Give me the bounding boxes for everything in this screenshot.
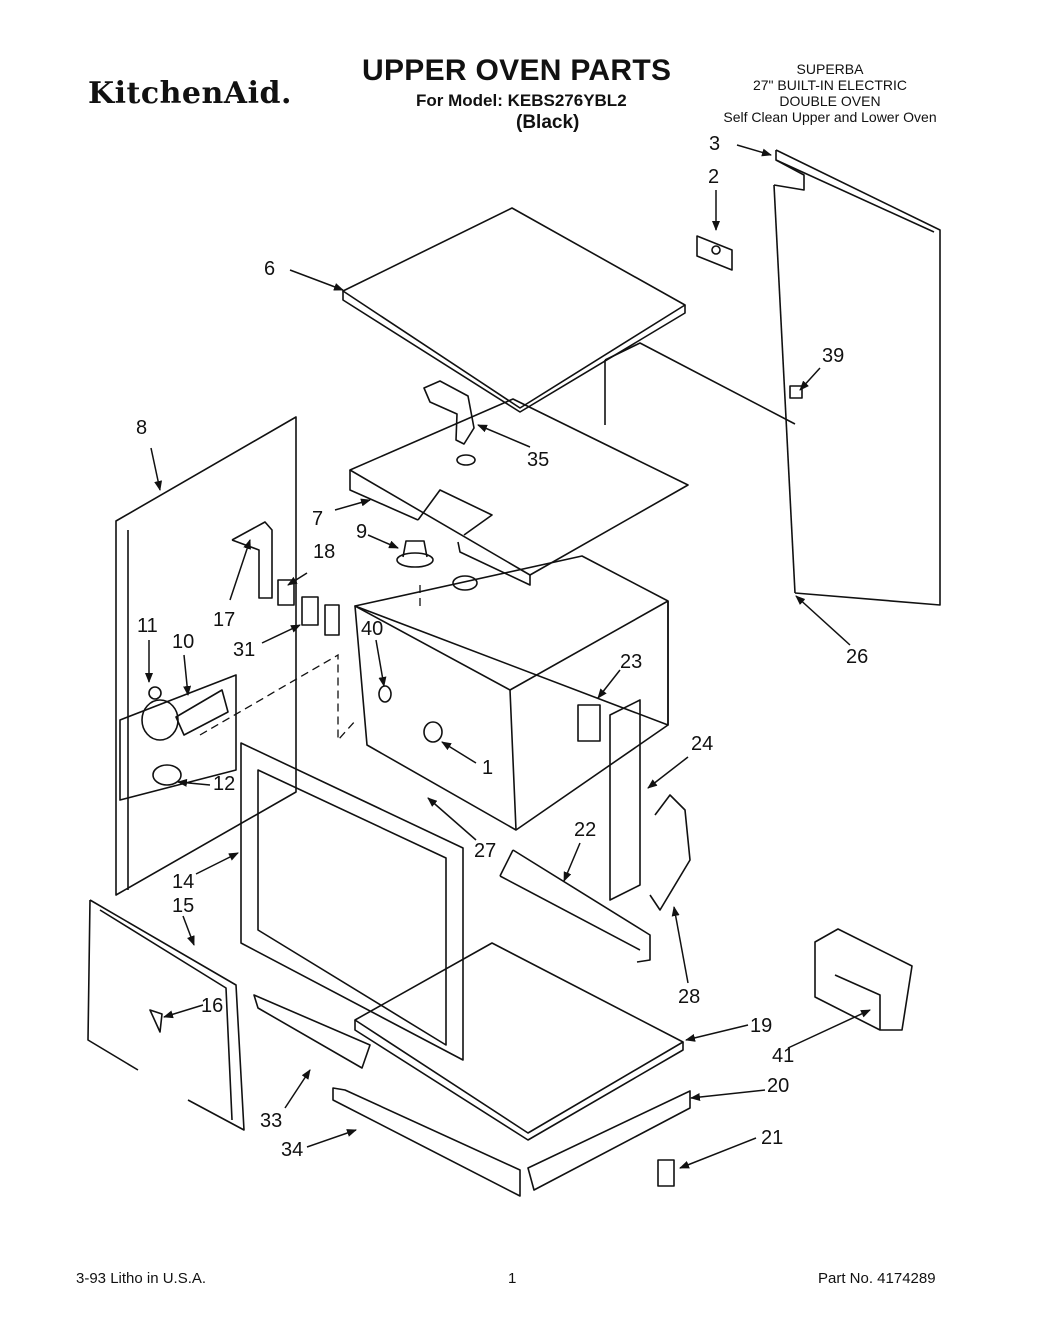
part-label-23: 23 [620, 651, 642, 673]
part-label-14: 14 [172, 871, 194, 893]
part-label-1: 1 [482, 757, 493, 779]
part-label-9: 9 [356, 521, 367, 543]
info-line-1: SUPERBA [796, 61, 864, 77]
part-label-17: 17 [213, 609, 235, 631]
part-label-20: 20 [767, 1075, 789, 1097]
clip-39-part [789, 385, 803, 399]
product-info: SUPERBA 27" BUILT-IN ELECTRIC DOUBLE OVE… [700, 61, 960, 125]
rail-part [499, 849, 651, 963]
info-line-3: DOUBLE OVEN [779, 93, 881, 109]
bracket-23-part [577, 704, 601, 742]
fan-motor-part [396, 540, 478, 591]
part-label-10: 10 [172, 631, 194, 653]
part-label-3: 3 [709, 133, 720, 155]
part-label-11: 11 [137, 615, 158, 637]
part-label-7: 7 [312, 508, 323, 530]
vent-tube-part [423, 380, 476, 466]
hinge-parts [609, 699, 691, 911]
footer-part-number: Part No. 4174289 [818, 1270, 936, 1287]
footer-litho: 3-93 Litho in U.S.A. [76, 1270, 207, 1287]
part-label-41: 41 [772, 1045, 794, 1067]
part-label-39: 39 [822, 345, 844, 367]
part-label-22: 22 [574, 819, 596, 841]
part-label-34: 34 [281, 1139, 303, 1161]
color-label: (Black) [516, 112, 580, 133]
part-label-33: 33 [260, 1110, 282, 1132]
part-label-16: 16 [201, 995, 223, 1017]
part-label-35: 35 [527, 449, 549, 471]
part-label-8: 8 [136, 417, 147, 439]
part-label-31: 31 [233, 639, 255, 661]
part-label-2: 2 [708, 166, 719, 188]
info-line-2: 27" BUILT-IN ELECTRIC [752, 77, 908, 93]
front-frame-part [240, 742, 464, 1061]
part-label-21: 21 [761, 1127, 783, 1149]
cover-41-part [814, 928, 913, 1031]
side-panel-part [115, 416, 297, 896]
part-label-18: 18 [313, 541, 335, 563]
part-label-40: 40 [361, 618, 383, 640]
part-label-26: 26 [846, 646, 868, 668]
switch-parts [231, 521, 340, 636]
page-title: UPPER OVEN PARTS [362, 54, 672, 87]
part-label-19: 19 [750, 1015, 772, 1037]
trim-parts [253, 994, 691, 1197]
model-line: For Model: KEBS276YBL2 [416, 91, 627, 110]
oven-cavity-part [354, 555, 669, 831]
brand-logo: KitchenAid. [88, 76, 292, 111]
rear-panel-part [604, 149, 941, 606]
part-label-6: 6 [264, 258, 275, 280]
door-gasket-part [87, 899, 245, 1131]
bracket-21-part [657, 1159, 675, 1187]
footer-page-number: 1 [508, 1270, 517, 1287]
part-label-24: 24 [691, 733, 713, 755]
info-line-4: Self Clean Upper and Lower Oven [723, 109, 937, 125]
top-panel-part [342, 207, 686, 413]
part-label-15: 15 [172, 895, 194, 917]
part-label-27: 27 [474, 840, 496, 862]
oven-bottom-part [354, 942, 684, 1141]
part-label-28: 28 [678, 986, 700, 1008]
bracket-part [696, 235, 733, 271]
part-label-12: 12 [213, 773, 235, 795]
oven-top-part [349, 398, 689, 586]
